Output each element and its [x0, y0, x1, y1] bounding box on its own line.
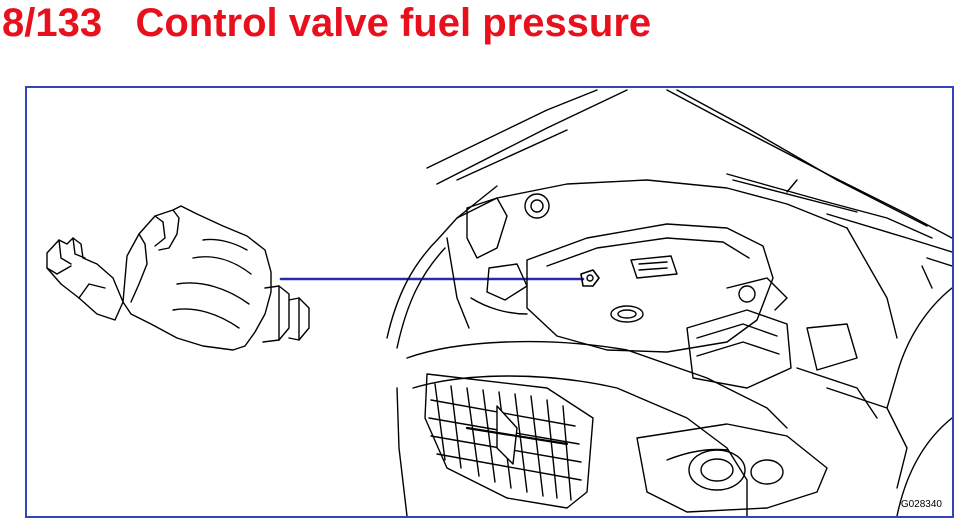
engine-bay-car: [386, 89, 952, 516]
figure-id: G028340: [900, 499, 942, 510]
illustration-frame: G028340: [25, 86, 954, 518]
component-name: Control valve fuel pressure: [135, 1, 652, 45]
section-code: 8/133: [2, 1, 103, 45]
page-title: 8/133 Control valve fuel pressure: [2, 0, 651, 46]
engine-bay-illustration: [46, 89, 952, 516]
control-valve-detail: [46, 205, 310, 351]
grille: [424, 373, 594, 509]
